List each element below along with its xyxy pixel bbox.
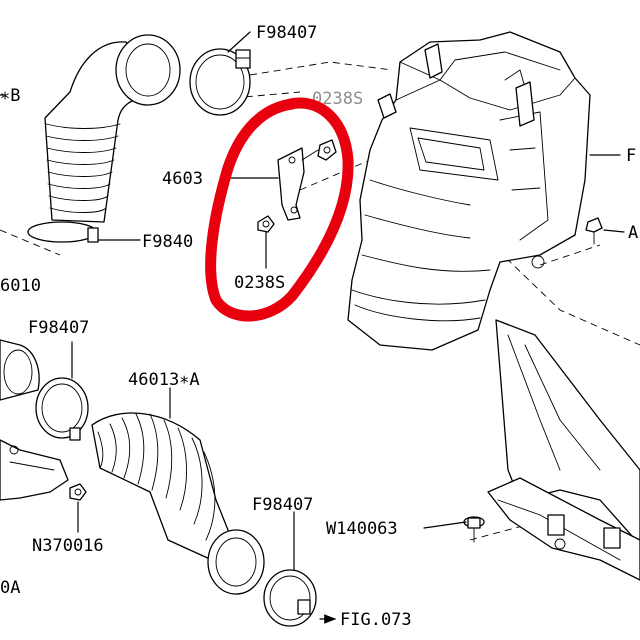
label-part-bl: 0A xyxy=(0,578,20,598)
lower-left-bracket xyxy=(0,439,87,501)
label-clamp-bottom: F98407 xyxy=(252,495,313,515)
label-fig-ref: FIG.073 xyxy=(340,610,412,630)
clamp-bottom xyxy=(263,569,317,627)
label-hose-b: ∗B xyxy=(0,86,20,106)
label-nut-left: N370016 xyxy=(32,536,104,556)
label-right-bolt: A xyxy=(628,223,638,243)
label-hose-a: 46013∗A xyxy=(128,370,200,390)
washer-bolt xyxy=(463,516,485,543)
air-cleaner-case xyxy=(347,31,591,351)
intake-hose-a xyxy=(91,412,265,595)
air-intake-duct xyxy=(487,319,640,581)
right-bolt xyxy=(585,217,603,245)
leader-lines xyxy=(0,31,625,624)
label-clamp-mid: F98407 xyxy=(28,318,89,338)
highlight-circle xyxy=(205,97,354,322)
label-bolt-mid: 0238S xyxy=(234,273,285,293)
bracket-assembly xyxy=(257,139,337,233)
label-washer-bolt: W140063 xyxy=(326,519,398,539)
label-clamp-left: F9840 xyxy=(142,232,193,252)
intake-hose-b xyxy=(27,34,181,243)
label-bracket: 4603 xyxy=(162,169,203,189)
part-labels: F98407 ∗B 0238S 4603 F9840 0238S 6010 F9… xyxy=(0,23,638,630)
label-right-top: F xyxy=(626,146,636,166)
label-dashed-top: 0238S xyxy=(312,89,363,109)
clamp-top xyxy=(189,48,251,116)
label-part-left: 6010 xyxy=(0,276,41,296)
label-clamp-top: F98407 xyxy=(256,23,317,43)
clamp-left-assembly xyxy=(0,339,89,441)
